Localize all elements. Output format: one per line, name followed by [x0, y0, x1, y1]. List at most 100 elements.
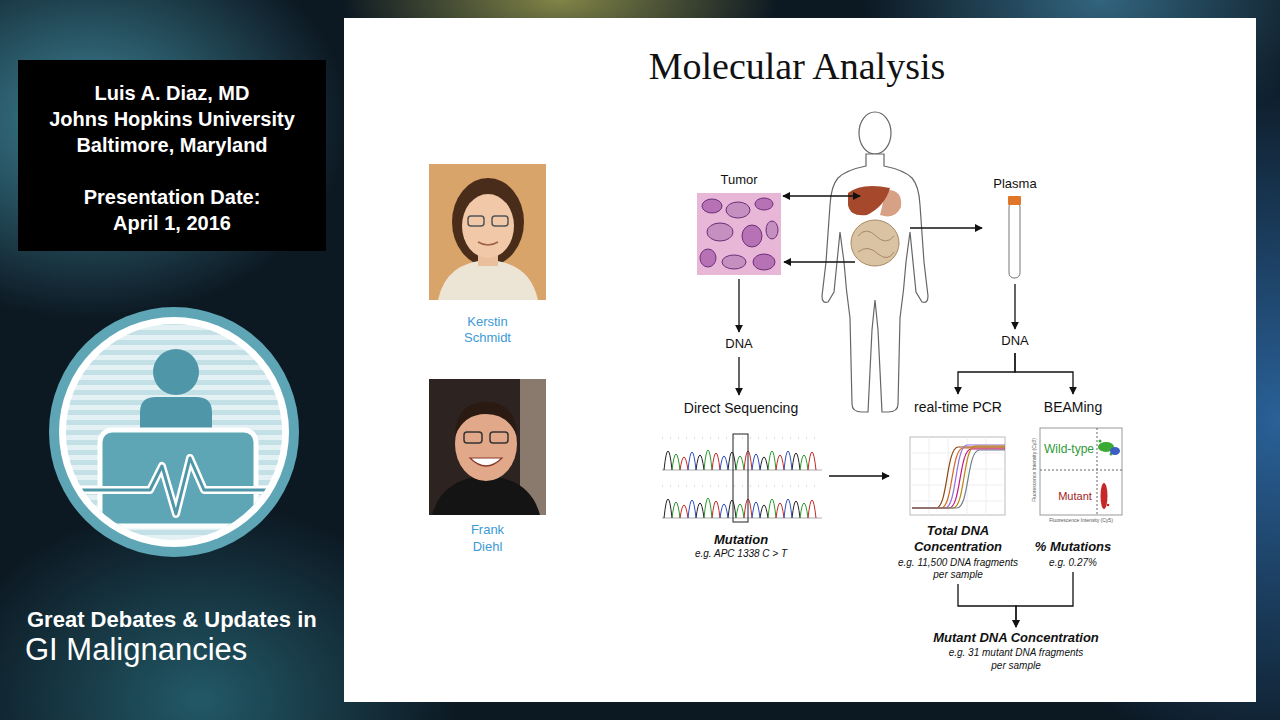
flow-arrow — [738, 279, 739, 332]
amplification-curve — [912, 447, 1005, 508]
photo-glasses — [490, 432, 508, 443]
result-box: Mutant DNA Concentratione.g. 31 mutant D… — [921, 630, 1111, 672]
body-head — [859, 112, 891, 154]
event-name: GI Malignancies — [25, 632, 247, 668]
body-liver — [848, 186, 890, 215]
node-caption: Mutation — [661, 532, 821, 548]
node-caption: e.g. 31 mutant DNA fragments per sample — [944, 646, 1089, 672]
pcr-plot — [910, 437, 1010, 515]
node-heading: DNA — [988, 332, 1042, 350]
sample-image: Plasma — [985, 175, 1045, 280]
blood-tube — [1008, 196, 1021, 278]
event-name: Great Debates & Updates in — [27, 607, 317, 633]
histology-cell — [726, 202, 750, 218]
logo-heartbeat — [60, 458, 290, 514]
flow-arrow — [958, 584, 1016, 627]
flow-arrow — [1014, 284, 1015, 329]
flow-arrow — [1015, 353, 1073, 394]
beaming-scatter — [1040, 428, 1122, 515]
photo-glasses — [464, 432, 482, 443]
node-caption: e.g. 11,500 DNA fragments per sample — [893, 557, 1023, 581]
photo-smile — [470, 458, 502, 466]
wildtype-cluster — [1099, 440, 1102, 443]
trace-peaks — [672, 450, 808, 470]
photo-background — [429, 164, 546, 300]
process-step: DNA — [988, 332, 1042, 350]
trace-peaks — [664, 451, 800, 470]
cluster-label: Mutant — [1058, 490, 1092, 503]
gate-line — [1097, 428, 1098, 515]
node-heading: Luis A. Diaz, MD — [18, 80, 326, 106]
logo-head — [153, 349, 199, 395]
node-heading: Direct Sequencing — [661, 398, 821, 418]
sample-arrow — [784, 261, 855, 262]
photo-shirt — [432, 476, 540, 515]
method-panel: Direct SequencingMutatione.g. APC 1338 C… — [661, 398, 821, 560]
body-intestines — [851, 220, 899, 266]
node-heading: DNA — [712, 335, 766, 353]
flow-arrow — [958, 353, 1015, 394]
photo-background — [429, 379, 546, 515]
node-heading: Plasma — [985, 175, 1045, 193]
histology-cell — [755, 198, 773, 210]
histology-cell — [766, 221, 778, 239]
slide-panel — [344, 18, 1256, 702]
tube-cap — [1008, 196, 1021, 205]
axis-label: Fluorescence Intensity (Cy3) — [1031, 438, 1037, 502]
method-panel: real-time PCR Total DNA Concentratione.g.… — [893, 397, 1023, 581]
histology-cell — [753, 254, 775, 270]
trace-baseline — [662, 470, 822, 471]
photo-hair — [455, 402, 517, 436]
body-outline — [822, 154, 928, 412]
amplification-curve — [912, 450, 1005, 508]
amplification-curve — [912, 449, 1005, 508]
node-caption: Total DNA Concentration — [893, 523, 1023, 555]
node-caption: % Mutations — [1023, 539, 1123, 555]
tube-body — [1009, 202, 1020, 278]
histology-cell — [742, 225, 762, 247]
node-heading: BEAMing — [1023, 397, 1123, 417]
node-heading: Frank Diehl — [458, 521, 518, 555]
amplification-curve — [912, 445, 1005, 508]
histology-cell — [707, 223, 733, 241]
photo-hair — [452, 178, 524, 266]
trace-ticks — [662, 486, 822, 487]
histology-cell — [722, 255, 746, 269]
node-caption: Johns Hopkins University — [18, 106, 326, 132]
logo-ring — [49, 307, 299, 557]
trace-row — [662, 498, 822, 518]
logo-heartbeat — [60, 458, 290, 514]
photo-glasses — [492, 216, 508, 226]
sample-image: Tumor — [697, 171, 781, 275]
process-step: DNA — [712, 335, 766, 353]
mutant-cluster — [1107, 504, 1110, 507]
axis-label: Fluorescence Intensity (Cy5) — [1049, 517, 1113, 523]
photo-glasses — [468, 216, 484, 226]
photo-face — [462, 194, 514, 258]
histology-ground — [697, 193, 781, 275]
trace-ticks — [662, 438, 822, 439]
trace-peaks — [688, 451, 792, 470]
body-intestines — [858, 231, 894, 258]
node-caption: Baltimore, Maryland — [18, 132, 326, 158]
node-heading: Tumor — [697, 171, 781, 189]
event-logo — [49, 307, 299, 557]
portrait-photo — [429, 164, 546, 300]
portrait-photo — [429, 379, 546, 515]
node-heading: real-time PCR — [893, 397, 1023, 417]
wildtype-cluster — [1110, 447, 1120, 455]
amplification-curve — [912, 446, 1005, 508]
presenter-box: Luis A. Diaz, MDJohns Hopkins University… — [18, 60, 326, 251]
sequencing-trace — [662, 434, 822, 522]
node-heading: Mutant DNA Concentration — [921, 630, 1111, 646]
node-heading: Kerstin Schmidt — [458, 314, 518, 346]
flow-arrow — [829, 475, 889, 476]
tumor-histology — [697, 193, 781, 275]
histology-cell — [700, 249, 716, 267]
logo-ring — [59, 317, 289, 547]
node-caption: Presentation Date: April 1, 2016 — [67, 184, 277, 236]
plot-frame — [1040, 428, 1122, 515]
mutation-highlight — [733, 434, 748, 522]
node-caption: e.g. 0.27% — [1023, 557, 1123, 569]
